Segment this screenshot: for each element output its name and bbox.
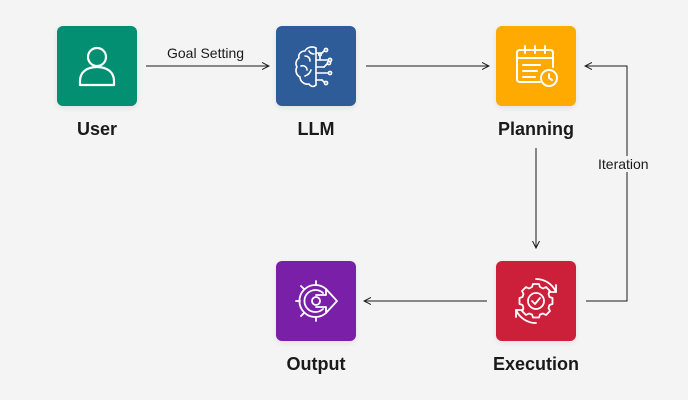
brain-circuit-icon	[295, 46, 333, 88]
calendar-clock-icon	[516, 45, 558, 87]
node-llm[interactable]	[276, 26, 356, 106]
user-icon	[78, 46, 116, 87]
edge-label-goal-setting: Goal Setting	[164, 45, 248, 61]
node-execution[interactable]	[496, 261, 576, 341]
node-execution-label: Execution	[492, 354, 580, 374]
node-user-label: User	[76, 119, 118, 139]
node-user[interactable]	[57, 26, 137, 106]
node-output[interactable]	[276, 261, 356, 341]
edge-execution-to-planning-loop	[585, 66, 628, 302]
node-planning-label: Planning	[498, 119, 574, 139]
node-planning[interactable]	[496, 26, 576, 106]
gear-arrow-out-icon	[295, 280, 338, 322]
node-llm-label: LLM	[297, 119, 335, 139]
gear-check-icon	[515, 278, 557, 324]
node-output-label: Output	[286, 354, 346, 374]
edge-label-iteration: Iteration	[595, 156, 652, 172]
